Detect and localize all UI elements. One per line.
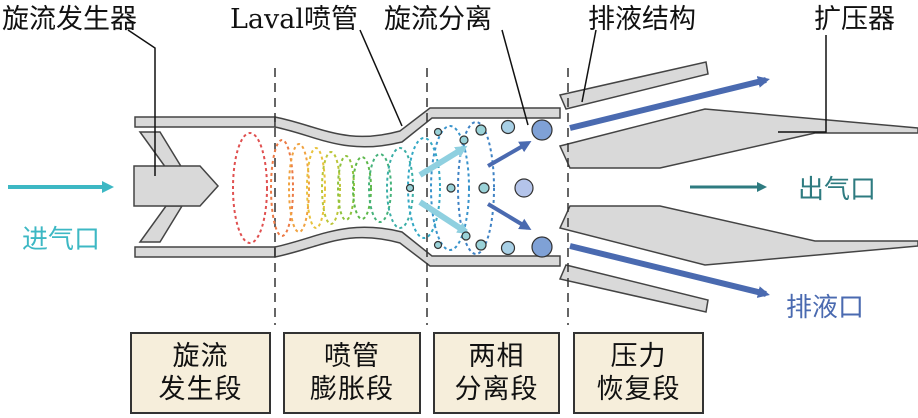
leader-lines bbox=[127, 29, 827, 176]
section-dividers bbox=[274, 68, 569, 325]
diffuser-upper-wedge bbox=[558, 108, 918, 169]
drain-structure-label: 排液结构 bbox=[588, 4, 696, 35]
droplets bbox=[405, 119, 553, 258]
liquid-outlet-arrow-upper bbox=[569, 76, 770, 131]
stage-nozzle-expansion: 喷管 膨胀段 bbox=[283, 332, 421, 414]
stage-line-1: 旋流 bbox=[172, 341, 229, 372]
laval-lower-wall bbox=[274, 226, 561, 267]
stage-line-2: 恢复段 bbox=[596, 374, 681, 405]
stage-two-phase-separation: 两相 分离段 bbox=[433, 332, 560, 414]
stage-line-2: 分离段 bbox=[454, 374, 539, 405]
swirl-generator-walls bbox=[134, 116, 276, 258]
stage-swirl-generation: 旋流 发生段 bbox=[130, 332, 271, 414]
laval-upper-wall bbox=[274, 107, 561, 148]
swirl-flow-arrows bbox=[418, 141, 532, 235]
liquid-outlet-arrow-lower bbox=[569, 243, 770, 298]
laval-nozzle-label: Laval喷管 bbox=[230, 4, 358, 35]
swirl-ellipses bbox=[232, 121, 495, 255]
stage-line-1: 喷管 bbox=[324, 341, 380, 372]
liquid-outlet-label: 排液口 bbox=[786, 293, 864, 323]
swirl-generator-label: 旋流发生器 bbox=[2, 4, 137, 35]
inlet-label: 进气口 bbox=[22, 225, 100, 255]
stage-line-1: 两相 bbox=[468, 341, 525, 372]
diffuser-label: 扩压器 bbox=[814, 4, 895, 35]
swirl-separation-label: 旋流分离 bbox=[384, 4, 492, 35]
drain-upper-wall bbox=[558, 61, 709, 110]
gas-outlet-label: 出气口 bbox=[798, 175, 876, 205]
stage-line-1: 压力 bbox=[610, 341, 667, 372]
stage-line-2: 发生段 bbox=[158, 374, 243, 405]
stage-line-2: 膨胀段 bbox=[310, 374, 394, 405]
drain-lower-wall bbox=[558, 264, 709, 313]
swirl-hub bbox=[133, 165, 220, 207]
diffuser-lower-wedge bbox=[558, 205, 918, 266]
stage-pressure-recovery: 压力 恢复段 bbox=[573, 332, 704, 414]
